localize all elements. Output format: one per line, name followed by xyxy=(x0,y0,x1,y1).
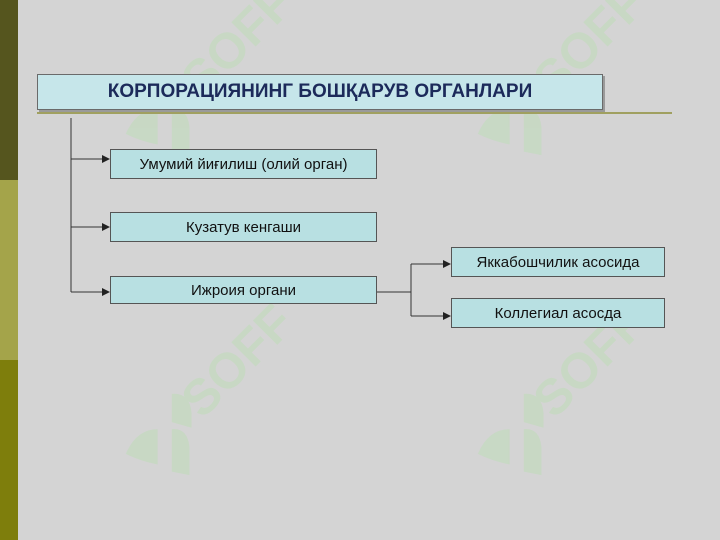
side-stripe-top xyxy=(0,0,18,180)
side-stripe-middle xyxy=(0,180,18,360)
slide-title: КОРПОРАЦИЯНИНГ БОШҚАРУВ ОРГАНЛАРИ xyxy=(37,74,603,110)
node-sole-basis: Яккабошчилик асосида xyxy=(451,247,665,277)
node-executive-body: Ижроия органи xyxy=(110,276,377,304)
node-supervisory-board: Кузатув кенгаши xyxy=(110,212,377,242)
title-underline xyxy=(37,112,672,114)
node-collegial-basis: Коллегиал асосда xyxy=(451,298,665,328)
side-stripe-bottom xyxy=(0,360,18,540)
node-general-meeting: Умумий йиғилиш (олий орган) xyxy=(110,149,377,179)
